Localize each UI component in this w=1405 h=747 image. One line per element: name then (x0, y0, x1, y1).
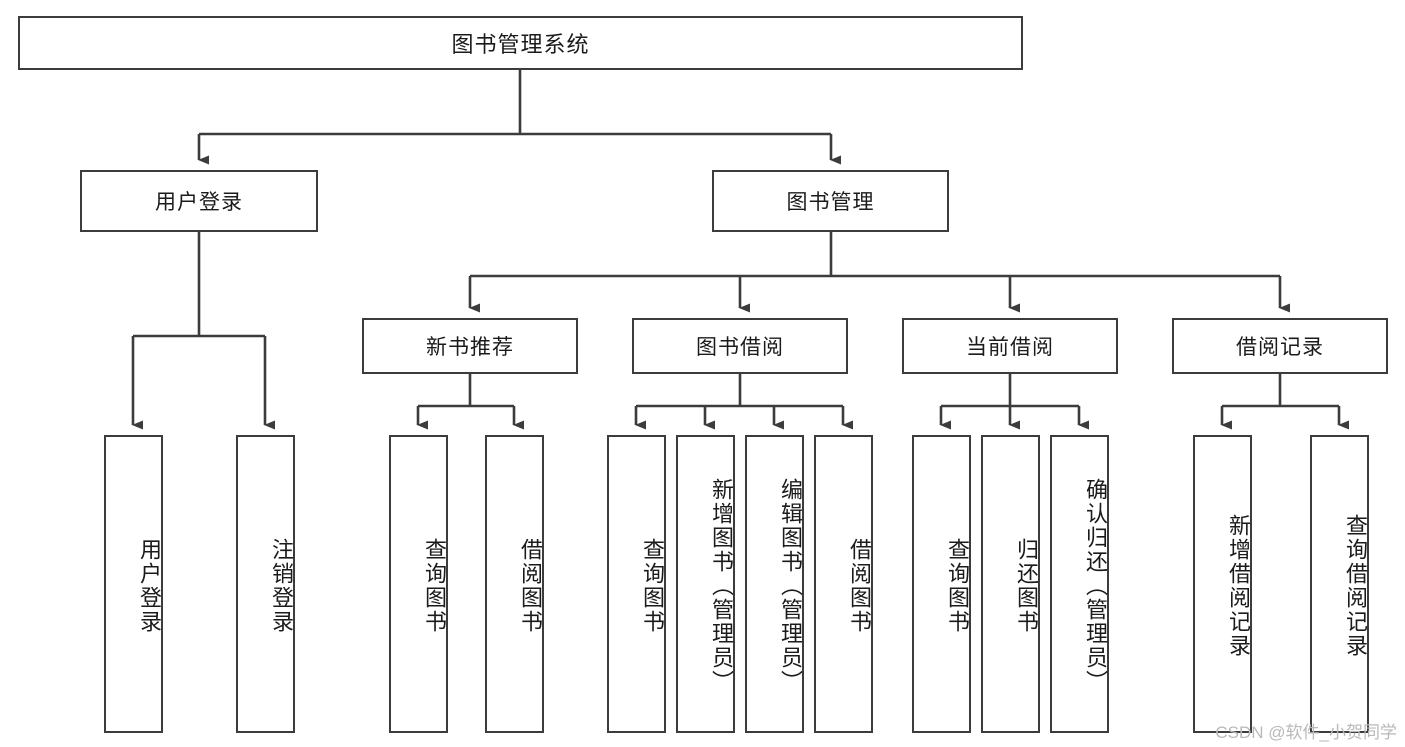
node-leaf-add-borrow-record[interactable]: 新增借阅记录 (1193, 435, 1252, 733)
node-leaf-user-login[interactable]: 用户登录 (104, 435, 163, 733)
node-leaf-edit-book-admin[interactable]: 编辑图书（管理员） (745, 435, 804, 733)
node-leaf-query-book-2[interactable]: 查询图书 (607, 435, 666, 733)
node-label: 编辑图书（管理员） (778, 478, 803, 694)
node-label: 借阅图书 (518, 538, 543, 634)
node-book-manage[interactable]: 图书管理 (712, 170, 949, 232)
node-leaf-logout-login[interactable]: 注销登录 (236, 435, 295, 733)
node-label: 查询图书 (422, 538, 447, 634)
node-label: 图书管理系统 (451, 32, 590, 57)
node-label: 新书推荐 (426, 336, 514, 359)
node-leaf-borrow-book-1[interactable]: 借阅图书 (485, 435, 544, 733)
node-leaf-query-borrow-record[interactable]: 查询借阅记录 (1310, 435, 1369, 733)
node-book-borrow[interactable]: 图书借阅 (632, 318, 848, 374)
node-label: 查询图书 (640, 538, 665, 634)
node-label: 用户登录 (155, 191, 243, 214)
node-leaf-add-book-admin[interactable]: 新增图书（管理员） (676, 435, 735, 733)
node-leaf-confirm-return-admin[interactable]: 确认归还（管理员） (1050, 435, 1109, 733)
node-borrow-record[interactable]: 借阅记录 (1172, 318, 1388, 374)
node-root-system[interactable]: 图书管理系统 (18, 16, 1023, 70)
node-label: 图书管理 (786, 191, 875, 214)
node-leaf-return-book[interactable]: 归还图书 (981, 435, 1040, 733)
node-current-borrow[interactable]: 当前借阅 (902, 318, 1118, 374)
watermark-csdn: CSDN @软件_小贺同学 (1215, 723, 1397, 742)
node-label: 新增图书（管理员） (709, 478, 734, 694)
node-label: 归还图书 (1014, 538, 1039, 634)
node-user-login[interactable]: 用户登录 (80, 170, 318, 232)
node-label: 新增借阅记录 (1226, 514, 1251, 658)
node-label: 当前借阅 (966, 336, 1054, 359)
node-label: 图书借阅 (696, 336, 784, 359)
node-leaf-borrow-book-2[interactable]: 借阅图书 (814, 435, 873, 733)
node-label: 查询图书 (945, 538, 970, 634)
node-leaf-query-book-3[interactable]: 查询图书 (912, 435, 971, 733)
node-label: 查询借阅记录 (1343, 514, 1368, 658)
node-label: 注销登录 (269, 538, 294, 634)
node-label: 用户登录 (137, 538, 162, 634)
node-new-book-recommend[interactable]: 新书推荐 (362, 318, 578, 374)
node-leaf-query-book-1[interactable]: 查询图书 (389, 435, 448, 733)
node-label: 确认归还（管理员） (1083, 478, 1108, 694)
node-label: 借阅记录 (1236, 336, 1324, 359)
node-label: 借阅图书 (847, 538, 872, 634)
